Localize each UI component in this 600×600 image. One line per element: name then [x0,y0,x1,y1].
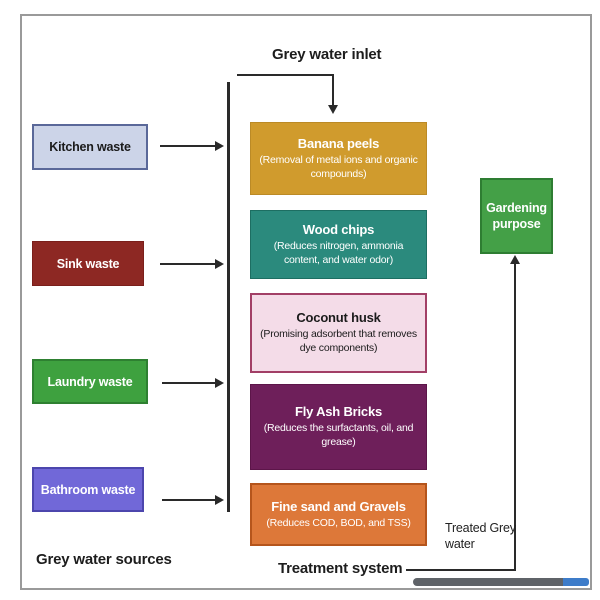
treatment-desc: (Promising adsorbent that removes dye co… [260,328,417,355]
source-box-bathroom: Bathroom waste [32,467,144,512]
source-box-laundry: Laundry waste [32,359,148,404]
source-label: Bathroom waste [40,482,136,497]
source-label: Sink waste [56,256,120,271]
treatment-box-wood-chips: Wood chips (Reduces nitrogen, ammonia co… [250,210,427,279]
laundry-arrow-shaft [162,382,216,384]
laundry-arrowhead-icon [215,378,224,388]
outcome-label: Gardening purpose [486,200,547,231]
treatment-desc: (Reduces COD, BOD, and TSS) [266,516,411,529]
kitchen-arrow-shaft [160,145,216,147]
source-label: Laundry waste [47,374,133,389]
treatment-title: Coconut husk [296,310,381,326]
sink-arrowhead-icon [215,259,224,269]
treatment-title: Fine sand and Gravels [271,498,406,514]
collector-line [227,82,230,512]
treated-arrowhead-icon [510,255,520,264]
inlet-arrowhead-icon [328,105,338,114]
treatment-box-banana-peels: Banana peels (Removal of metal ions and … [250,122,427,195]
bathroom-arrow-shaft [162,499,216,501]
kitchen-arrowhead-icon [215,141,224,151]
treatment-title: Fly Ash Bricks [294,404,383,420]
treatment-desc: (Reduces nitrogen, ammonia content, and … [273,239,404,266]
horizontal-scrollbar-thumb[interactable] [413,578,569,586]
inlet-line-vertical [332,74,334,106]
treatment-title: Banana peels [297,135,380,151]
treatment-title: Wood chips [302,221,375,237]
source-label: Kitchen waste [49,140,131,154]
outcome-box-gardening: Gardening purpose [480,178,553,254]
bathroom-arrowhead-icon [215,495,224,505]
treatment-box-fly-ash-bricks: Fly Ash Bricks (Reduces the surfactants,… [250,384,427,470]
source-box-kitchen: Kitchen waste [32,124,148,170]
sources-caption: Grey water sources [36,551,172,568]
treatment-box-coconut-husk: Coconut husk (Promising adsorbent that r… [250,293,427,373]
treated-line-vertical [514,263,516,571]
treated-line-horizontal [406,569,516,571]
treatment-desc: (Reduces the surfactants, oil, and greas… [263,422,414,449]
treated-water-label: Treated Grey water [445,521,516,551]
inlet-line-horizontal [237,74,334,76]
treatment-desc: (Removal of metal ions and organic compo… [259,153,418,180]
sink-arrow-shaft [160,263,216,265]
treatment-box-fine-sand-gravels: Fine sand and Gravels (Reduces COD, BOD,… [250,483,427,546]
treatment-caption: Treatment system [278,560,403,577]
scrollbar-blue-segment[interactable] [563,578,589,586]
source-box-sink: Sink waste [32,241,144,286]
inlet-title: Grey water inlet [272,46,382,63]
